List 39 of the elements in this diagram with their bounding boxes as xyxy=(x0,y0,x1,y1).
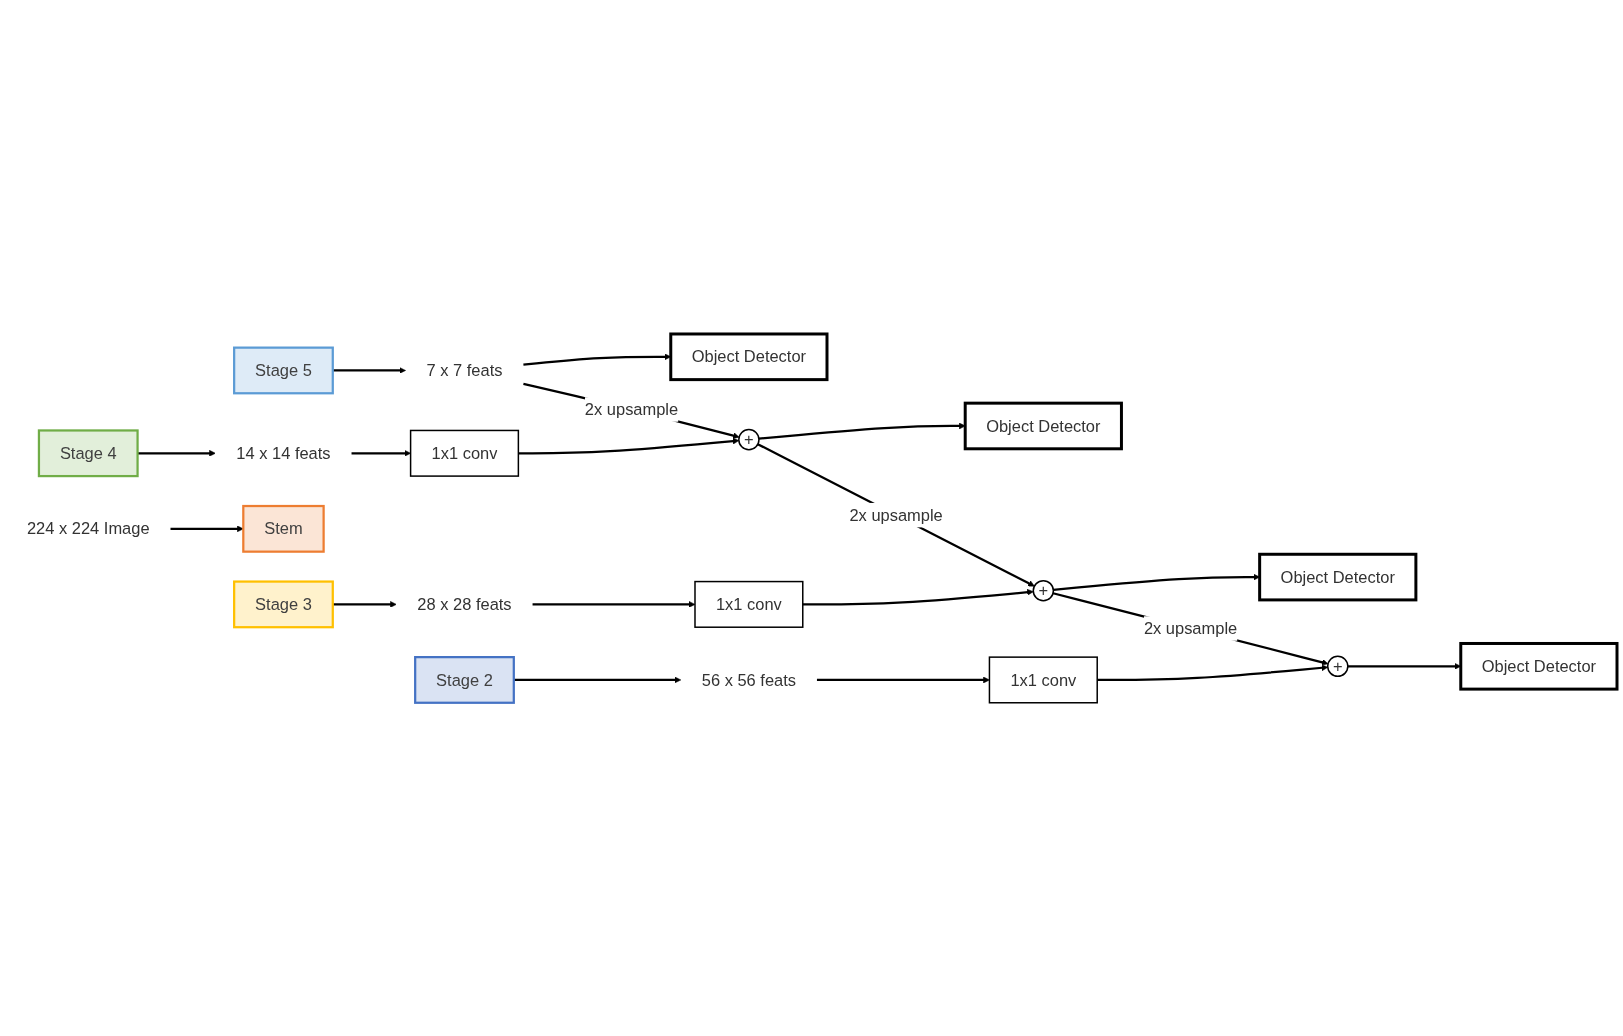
node-circle: + xyxy=(1032,579,1055,602)
node-box: 1x1 conv xyxy=(409,429,520,477)
node-text: 224 x 224 Image xyxy=(26,519,150,538)
arrow xyxy=(816,676,990,683)
node-box: 1x1 conv xyxy=(694,580,804,628)
arrow xyxy=(332,366,406,374)
edge-label: 2x upsample xyxy=(1143,618,1238,638)
arrow xyxy=(532,600,696,608)
node-text: 14 x 14 feats xyxy=(236,443,331,463)
arrow xyxy=(757,442,1035,587)
node-text: 56 x 56 feats xyxy=(701,670,797,689)
arrow xyxy=(758,422,966,440)
node-text: 28 x 28 feats xyxy=(417,594,512,614)
node-box: Object Detector xyxy=(669,332,829,381)
arrow xyxy=(802,588,1034,606)
arrow xyxy=(137,449,216,457)
arrow xyxy=(351,449,411,457)
arrow xyxy=(518,437,740,454)
edge-label: 2x upsample xyxy=(584,399,679,419)
node-circle: + xyxy=(738,428,760,451)
arrow xyxy=(1052,591,1329,666)
node-box: Stage 2 xyxy=(414,655,515,704)
node-box: Stage 3 xyxy=(233,580,334,628)
node-box: Object Detector xyxy=(1459,641,1619,691)
node-box: Object Detector xyxy=(1258,552,1418,602)
node-box: 1x1 conv xyxy=(988,656,1098,704)
arrow xyxy=(523,382,740,439)
node-box: Stage 5 xyxy=(233,346,334,394)
edge-label: 2x upsample xyxy=(849,505,943,525)
node-box: Object Detector xyxy=(963,401,1123,450)
node-box: Stage 4 xyxy=(37,428,139,477)
node-text: 7 x 7 feats xyxy=(426,360,503,380)
node-box: Stem xyxy=(242,504,325,553)
arrow xyxy=(1097,664,1329,681)
arrow xyxy=(513,676,682,683)
node-circle: + xyxy=(1326,655,1349,677)
arrow xyxy=(170,525,244,532)
arrow xyxy=(1053,573,1260,591)
arrow xyxy=(332,600,397,608)
